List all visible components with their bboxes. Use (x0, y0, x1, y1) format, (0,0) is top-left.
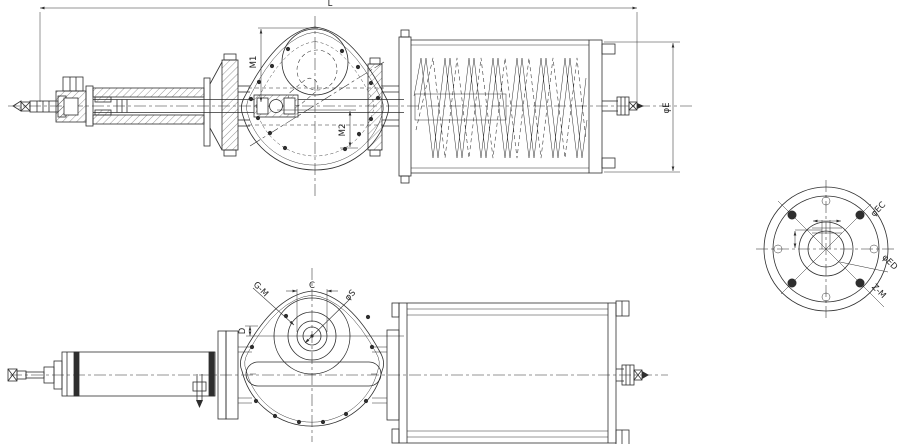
crosshead-block (253, 94, 299, 118)
dim-label-M2: M2 (338, 124, 348, 137)
dim-label-GM: G-M (251, 280, 270, 299)
air-cylinder-elev (386, 300, 649, 444)
dim-label-phiEC: φEC (869, 200, 888, 219)
yoke-front-bolt-holes (249, 313, 375, 425)
bleed-fitting (192, 374, 207, 408)
elevation-view: C D φS G-M (7, 268, 668, 444)
yoke-flange-right (367, 57, 399, 157)
spring-coils (413, 57, 588, 159)
dim-m1: M1 (249, 27, 318, 102)
yoke-housing-front (239, 290, 404, 427)
flange-end-view: φEC φED Z-M (756, 180, 899, 318)
flange-dim-labels: φEC φED Z-M (839, 200, 900, 301)
flange-bolt-holes (773, 196, 879, 302)
side-section-view: L (8, 0, 695, 196)
dim-label-phiED: φED (880, 253, 900, 273)
dim-label-phiE: φE (662, 103, 672, 114)
override-cylinder-elev (7, 330, 239, 420)
yoke-tie-rods (238, 346, 387, 404)
spring-can (398, 29, 644, 184)
handwheel-stem (12, 76, 94, 127)
spring-stem (602, 96, 644, 116)
dim-spring-can-dia: φE (604, 41, 680, 173)
dim-m2: M2 (277, 109, 358, 149)
dim-label-L: L (328, 0, 333, 9)
dim-label-ZM: Z-M (869, 282, 887, 300)
drive-keyway-detail (793, 219, 842, 249)
dim-label-phiS: φS (343, 288, 358, 303)
dim-label-C: C (309, 281, 315, 291)
yoke-flange-left (221, 53, 250, 157)
dim-c: C (286, 281, 338, 332)
dim-overall-length: L (39, 0, 638, 102)
dim-label-D: D (238, 327, 248, 334)
dim-d: D (238, 325, 258, 336)
dim-label-M1: M1 (249, 56, 259, 69)
drawing-root: L (7, 0, 899, 444)
dim-yoke-thread: G-M (251, 280, 295, 326)
cylinder-stem-elev (616, 364, 649, 386)
